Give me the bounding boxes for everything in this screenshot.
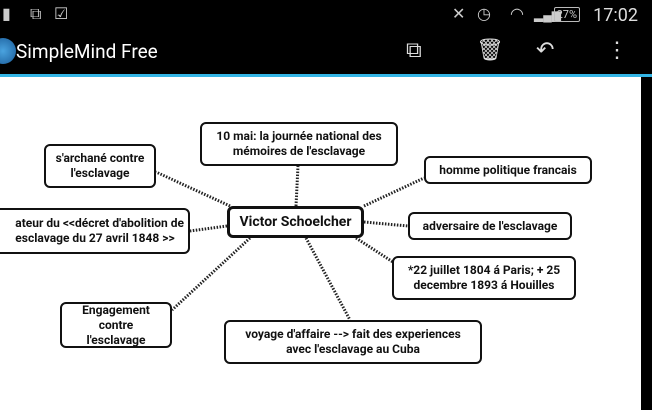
connector: [355, 236, 397, 266]
central-node[interactable]: Victor Schoelcher: [227, 206, 364, 238]
connector: [294, 165, 300, 207]
connector: [155, 170, 231, 208]
copy-icon[interactable]: ⧉: [406, 38, 422, 63]
connector: [189, 224, 228, 233]
node-text: esclavage du 27 avril 1848 >>: [15, 231, 175, 245]
mute-icon: ✕: [452, 4, 466, 23]
action-bar: SimpleMind Free ⧉ 🗑 ↶ ⋮: [0, 30, 652, 77]
node-text: ateur du <<décret d'abolition de: [15, 216, 184, 230]
node-adversaire[interactable]: adversaire de l'esclavage: [408, 212, 572, 240]
clock: 17:02: [593, 5, 638, 26]
node-text: voyage d'affaire --> fait des experience…: [245, 327, 461, 341]
connector: [170, 236, 252, 312]
node-text: l'esclavage: [70, 166, 130, 180]
clipboard-check-icon: ☑: [54, 4, 69, 23]
undo-icon[interactable]: ↶: [536, 38, 555, 63]
overflow-menu-icon[interactable]: ⋮: [606, 38, 628, 63]
connector: [304, 237, 352, 321]
screenshot-icon: ⧉: [30, 4, 42, 23]
alarm-icon: ◷: [477, 4, 491, 23]
app-logo[interactable]: [0, 38, 16, 64]
node-voyage[interactable]: voyage d'affaire --> fait des experience…: [224, 320, 482, 364]
usb-icon: ▮: [2, 4, 11, 23]
status-bar: ▮ ⧉ ☑ ✕ ◷ ◠ ▂▄▆ 27% 17:02: [0, 0, 652, 30]
node-text: avec l'esclavage au Cuba: [286, 342, 420, 356]
node-text: Engagement contre: [82, 302, 150, 332]
battery-indicator: 27%: [553, 7, 580, 22]
wifi-icon: ◠: [510, 4, 524, 23]
trash-icon[interactable]: 🗑: [476, 38, 504, 63]
node-text: s'archané contre: [55, 151, 145, 165]
node-text: mémoires de l'esclavage: [232, 144, 366, 158]
node-text: 10 mai: la journée national des: [216, 129, 382, 143]
node-text: decembre 1893 á Houilles: [413, 278, 555, 292]
node-text: *22 juillet 1804 á Paris; + 25: [407, 263, 561, 277]
node-text: l'esclavage: [86, 332, 146, 347]
connector: [363, 220, 409, 228]
app-title: SimpleMind Free: [16, 40, 158, 63]
connector: [363, 176, 425, 208]
node-homme[interactable]: homme politique francais: [424, 156, 592, 184]
